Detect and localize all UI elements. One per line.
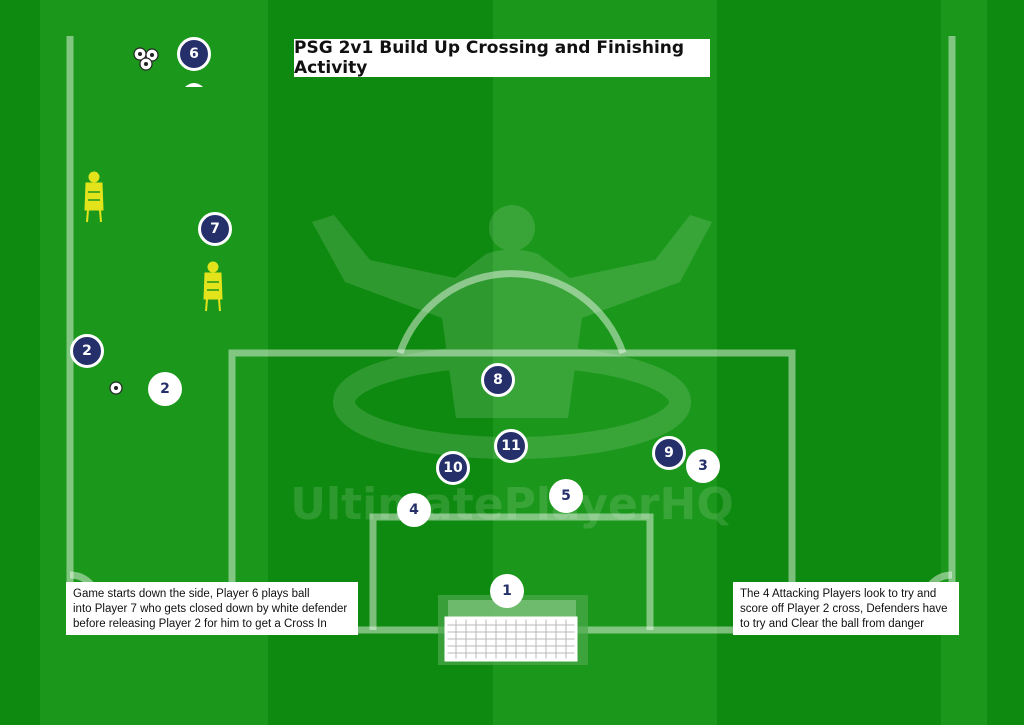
attacker-9: 9 (652, 436, 686, 470)
attacker-6: 6 (177, 37, 211, 71)
mannequin-icon (84, 171, 104, 223)
instructions-note-left: Game starts down the side, Player 6 play… (66, 582, 358, 635)
goalkeeper-1: 1 (490, 574, 524, 608)
cone-icon (185, 83, 203, 87)
goal-icon (438, 595, 588, 665)
defender-5: 5 (549, 479, 583, 513)
attacker-10: 10 (436, 451, 470, 485)
note-line: Game starts down the side, Player 6 play… (73, 588, 310, 600)
instructions-note-right: The 4 Attacking Players look to try and … (733, 582, 959, 635)
attacker-11: 11 (494, 429, 528, 463)
attacker-8: 8 (481, 363, 515, 397)
page-title: PSG 2v1 Build Up Crossing and Finishing … (294, 38, 710, 78)
attacker-7: 7 (198, 212, 232, 246)
attacker-2: 2 (70, 334, 104, 368)
watermark-text: UltimatePlayerHQ (290, 479, 733, 530)
note-line: to try and Clear the ball from danger (740, 618, 925, 630)
defender-3: 3 (686, 449, 720, 483)
note-line: before releasing Player 2 for him to get… (73, 618, 327, 630)
note-line: score off Player 2 cross, Defenders have (740, 603, 948, 615)
ball-group-icon (133, 47, 159, 71)
note-line: into Player 7 who gets closed down by wh… (73, 603, 348, 615)
mannequin-icon (203, 261, 223, 312)
defender-4: 4 (397, 493, 431, 527)
defender-2: 2 (148, 372, 182, 406)
note-line: The 4 Attacking Players look to try and (740, 588, 937, 600)
ball-icon (109, 381, 123, 395)
